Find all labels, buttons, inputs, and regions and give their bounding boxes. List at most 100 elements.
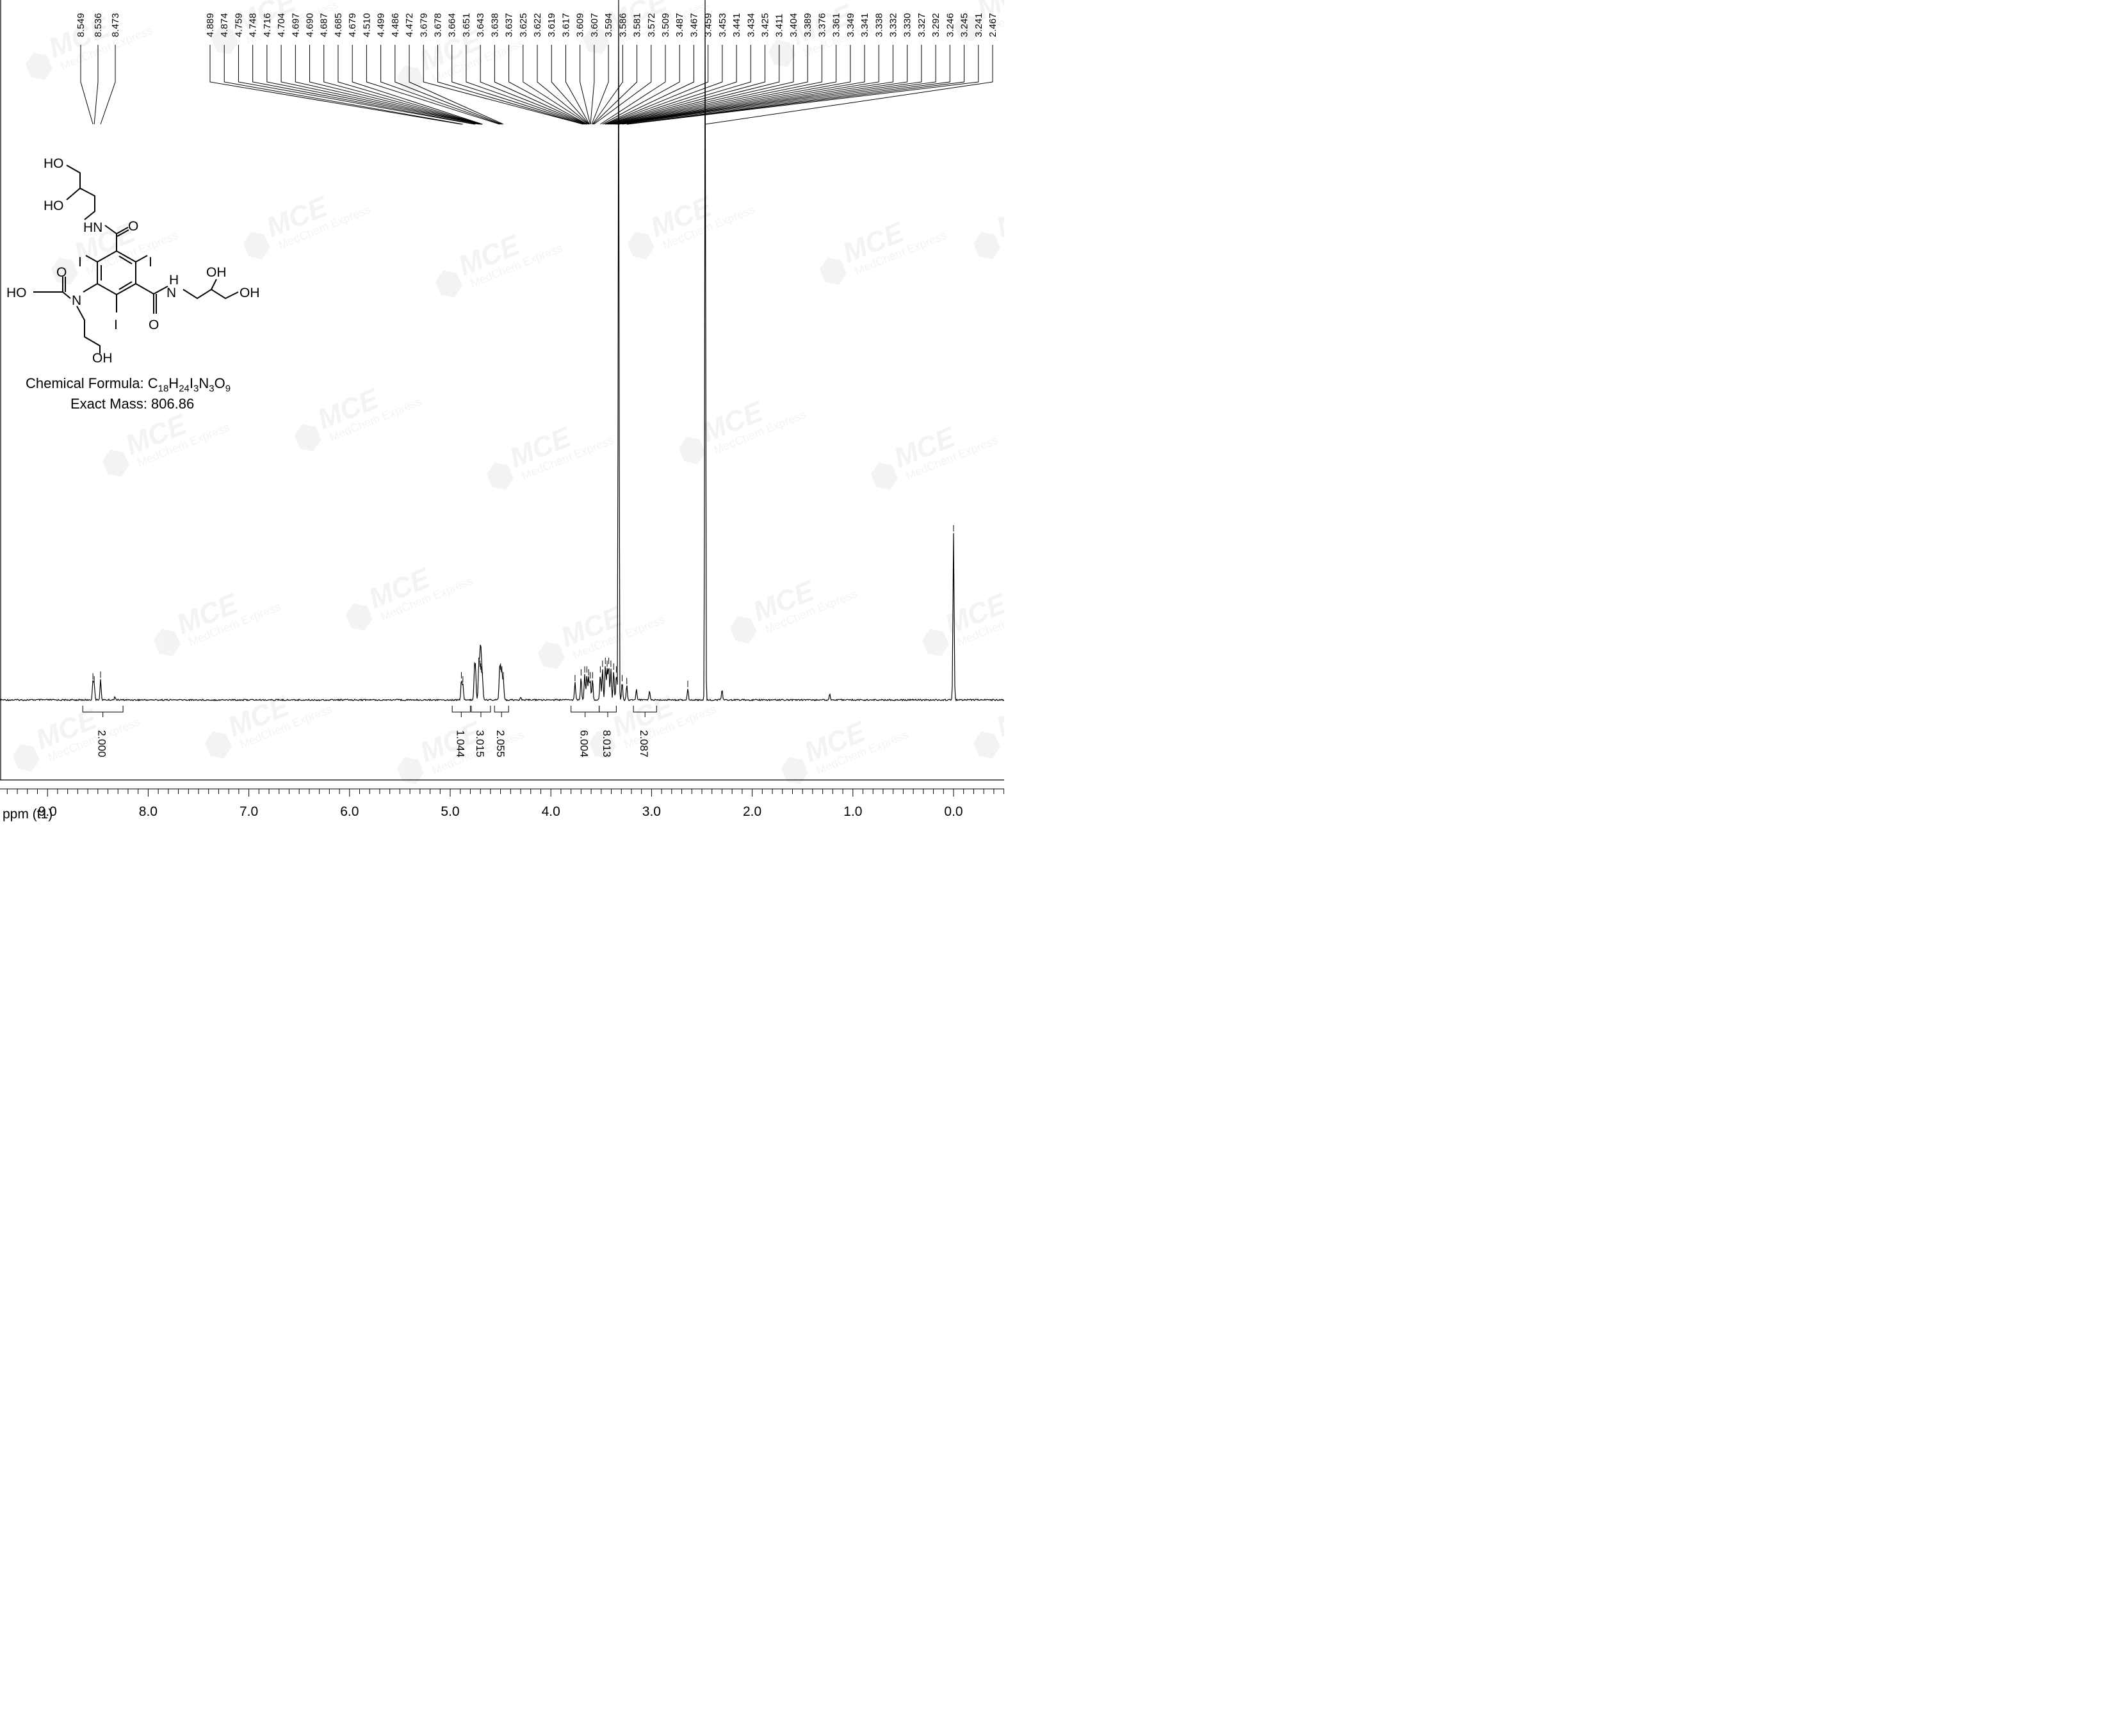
structure-atom-label-11: OH (206, 265, 227, 280)
peak-label-10: 4.690 (305, 13, 316, 37)
peak-label-20: 3.664 (447, 13, 458, 37)
peak-connector-5 (238, 45, 475, 125)
peak-connector-24 (508, 45, 588, 125)
peak-label-30: 3.607 (589, 13, 600, 37)
integral-value-5: 8.013 (601, 730, 613, 758)
peak-label-58: 2.467 (987, 13, 998, 37)
peak-label-33: 3.581 (632, 13, 643, 37)
peak-connector-27 (551, 45, 590, 125)
peak-connector-34 (594, 45, 652, 125)
x-tick-label-4: 5.0 (441, 804, 459, 819)
peak-connector-6 (252, 45, 476, 125)
peak-connector-30 (590, 45, 595, 125)
integral-bracket-5 (599, 706, 617, 717)
peak-label-51: 3.332 (888, 13, 898, 37)
peak-connector-47 (615, 45, 837, 125)
peak-connector-0 (80, 45, 93, 125)
peak-label-24: 3.637 (504, 13, 515, 37)
peak-label-17: 4.472 (404, 13, 415, 37)
structure-atom-label-6: HO (6, 286, 27, 300)
integral-bracket-3 (494, 706, 509, 717)
peak-label-7: 4.716 (262, 13, 273, 37)
structure-atom-label-1: HO (44, 199, 64, 213)
peak-connector-45 (612, 45, 808, 125)
x-tick-label-2: 7.0 (240, 804, 258, 819)
peak-connector-31 (591, 45, 609, 125)
structure-atom-label-4: I (78, 255, 82, 270)
peak-label-27: 3.619 (546, 13, 557, 37)
peak-label-12: 4.685 (333, 13, 344, 37)
peak-connector-56 (626, 45, 965, 125)
peak-connector-3 (209, 45, 462, 125)
structure-atom-label-13: I (114, 318, 118, 332)
integral-bracket-4 (571, 706, 600, 717)
peak-label-43: 3.411 (774, 14, 785, 37)
peak-connector-group (80, 45, 993, 125)
peak-connector-2 (100, 45, 116, 125)
peak-label-8: 4.704 (276, 13, 287, 37)
peak-connector-11 (323, 45, 482, 125)
peak-label-11: 4.687 (319, 13, 330, 37)
peak-label-16: 4.486 (390, 13, 401, 37)
peak-connector-55 (626, 45, 950, 125)
peak-label-55: 3.246 (945, 13, 955, 37)
peak-label-49: 3.341 (859, 13, 870, 37)
peak-connector-19 (437, 45, 583, 125)
peak-connector-41 (608, 45, 751, 125)
peak-label-6: 4.748 (248, 13, 259, 37)
peak-label-1: 8.536 (93, 13, 104, 37)
peak-label-52: 3.330 (902, 13, 913, 37)
peak-label-21: 3.651 (461, 13, 472, 37)
peak-connector-38 (605, 45, 709, 125)
integral-bracket-6 (633, 706, 657, 717)
peak-label-57: 3.241 (973, 13, 984, 37)
chemical-formula-label: Chemical Formula: C18H24I3N3O9 (26, 375, 231, 394)
x-tick-label-8: 1.0 (843, 804, 862, 819)
peak-label-4: 4.874 (219, 13, 230, 37)
peak-connector-14 (366, 45, 500, 125)
peak-connector-9 (295, 45, 481, 125)
peak-label-50: 3.338 (874, 13, 884, 37)
peak-label-18: 3.679 (418, 13, 429, 37)
peak-connector-21 (466, 45, 587, 125)
peak-connector-18 (423, 45, 583, 125)
structure-atom-label-7: O (56, 265, 67, 280)
peak-connector-8 (280, 45, 480, 125)
peak-label-42: 3.425 (760, 13, 771, 37)
peak-connector-12 (337, 45, 482, 125)
peak-connector-23 (494, 45, 588, 125)
peak-connector-4 (223, 45, 463, 125)
peak-connector-29 (580, 45, 591, 125)
peak-label-5: 4.759 (233, 13, 244, 37)
x-axis-title: ppm (t1) (3, 807, 53, 822)
peak-label-26: 3.622 (532, 13, 543, 37)
peak-label-13: 4.679 (347, 13, 358, 37)
peak-connector-16 (394, 45, 502, 125)
peak-label-14: 4.510 (361, 13, 372, 37)
peak-label-9: 4.697 (290, 13, 301, 37)
peak-label-45: 3.389 (802, 13, 813, 37)
peak-connector-26 (537, 45, 589, 125)
peak-label-28: 3.617 (560, 13, 571, 37)
peak-label-31: 3.594 (603, 13, 614, 37)
integral-value-6: 2.087 (638, 730, 650, 758)
integral-value-4: 6.004 (578, 730, 590, 758)
peak-connector-44 (610, 45, 794, 125)
integral-value-3: 2.055 (494, 730, 507, 758)
peak-connector-13 (352, 45, 483, 125)
x-tick-label-0: 9.0 (38, 804, 57, 819)
peak-label-40: 3.441 (731, 13, 742, 37)
peak-label-36: 3.487 (674, 13, 685, 37)
peak-connector-42 (608, 45, 766, 125)
peak-label-44: 3.404 (788, 13, 799, 37)
peak-connector-54 (622, 45, 936, 125)
